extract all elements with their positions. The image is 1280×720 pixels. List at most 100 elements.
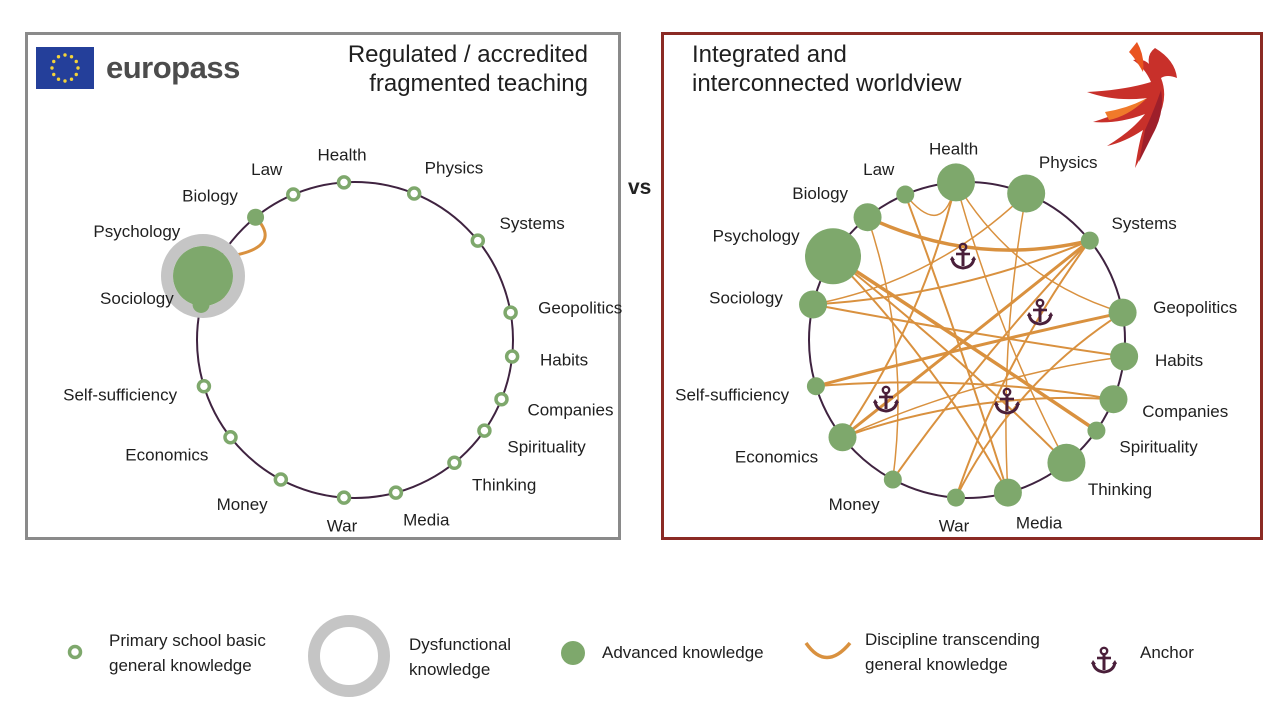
- vs-label: vs: [628, 176, 652, 199]
- left-node-law: [286, 187, 301, 202]
- right-node-thinking: [1047, 443, 1086, 482]
- right-node-health: [936, 163, 975, 202]
- legend-advanced-label: Advanced knowledge: [602, 643, 764, 662]
- right-node-geopolitics: [1108, 298, 1137, 327]
- right-label-thinking: Thinking: [1088, 480, 1152, 499]
- europass-logo: europass: [36, 47, 240, 89]
- left-label-law: Law: [251, 160, 283, 179]
- link-law-media: [904, 194, 1009, 493]
- anchor-icon: [1025, 298, 1055, 326]
- phoenix-icon: [1087, 42, 1177, 168]
- left-label-self-sufficiency: Self-sufficiency: [63, 385, 178, 404]
- left-label-systems: Systems: [500, 214, 565, 233]
- right-label-geopolitics: Geopolitics: [1153, 298, 1237, 317]
- left-label-biology: Biology: [182, 186, 238, 205]
- left-node-habits: [504, 349, 520, 364]
- right-panel: Integrated and interconnected worldview: [661, 32, 1263, 540]
- left-node-thinking: [447, 455, 462, 471]
- anchor-icon: [871, 385, 901, 413]
- left-labels: HealthPhysicsSystemsGeopoliticsHabitsCom…: [63, 145, 622, 535]
- link-biology-money: [866, 216, 899, 480]
- right-label-law: Law: [863, 160, 895, 179]
- link-physics-sociology: [812, 192, 1027, 306]
- left-label-economics: Economics: [125, 446, 208, 465]
- right-label-sociology: Sociology: [709, 288, 783, 307]
- left-label-thinking: Thinking: [472, 476, 536, 495]
- left-node-money: [273, 472, 289, 487]
- right-label-economics: Economics: [735, 447, 818, 466]
- right-label-systems: Systems: [1112, 214, 1177, 233]
- left-node-media: [388, 485, 404, 500]
- eu-flag-icon: [36, 47, 94, 89]
- legend: [67, 615, 1119, 697]
- left-label-money: Money: [217, 495, 269, 514]
- left-label-war: War: [327, 517, 358, 536]
- right-node-money: [883, 470, 902, 489]
- right-links: [812, 182, 1125, 499]
- legend-transcending-label: Discipline transcending general knowledg…: [865, 630, 1040, 674]
- left-node-economics: [223, 430, 238, 445]
- legend-basic-icon: [67, 644, 83, 660]
- left-node-companies: [494, 391, 509, 407]
- right-label-habits: Habits: [1155, 351, 1203, 370]
- right-node-media: [993, 478, 1022, 507]
- link-economics-habits: [842, 355, 1125, 438]
- left-node-spirituality: [477, 423, 492, 438]
- right-node-law: [896, 185, 915, 204]
- logo-text: europass: [106, 50, 240, 85]
- right-node-systems: [1080, 231, 1099, 250]
- left-label-geopolitics: Geopolitics: [538, 299, 622, 318]
- left-node-health: [336, 175, 352, 190]
- legend-dysfunctional-icon: [308, 615, 390, 697]
- legend-dysfunctional-label: Dysfunctional knowledge: [409, 635, 512, 679]
- link-biology-systems: [866, 215, 1091, 252]
- left-node-geopolitics: [503, 305, 518, 320]
- right-diagram: HealthPhysicsSystemsGeopoliticsHabitsCom…: [675, 139, 1237, 535]
- right-labels: HealthPhysicsSystemsGeopoliticsHabitsCom…: [675, 139, 1237, 535]
- left-node-systems: [470, 233, 486, 248]
- link-habits-sociology: [812, 303, 1125, 358]
- right-node-habits: [1110, 342, 1139, 371]
- left-node-biology: [247, 208, 265, 226]
- anchor-icon: [1089, 646, 1119, 674]
- right-label-money: Money: [829, 495, 881, 514]
- legend-advanced-icon: [561, 641, 585, 665]
- left-nodes: [173, 175, 520, 505]
- link-health-economics: [841, 182, 957, 438]
- link-health-thinking: [955, 182, 1068, 464]
- left-panel: europass Regulated / accredited fragment…: [25, 32, 621, 540]
- right-node-physics: [1007, 174, 1046, 213]
- right-node-psychology: [805, 228, 862, 285]
- link-companies-economics: [842, 396, 1114, 439]
- left-label-sociology: Sociology: [100, 289, 174, 308]
- left-label-media: Media: [403, 511, 450, 530]
- left-label-habits: Habits: [540, 350, 588, 369]
- right-node-self-sufficiency: [806, 377, 825, 396]
- left-node-self-sufficiency: [196, 378, 212, 394]
- left-label-health: Health: [317, 145, 366, 164]
- right-label-health: Health: [929, 139, 978, 158]
- link-systems-war: [955, 239, 1091, 498]
- link-sociology-systems: [812, 239, 1091, 306]
- right-label-companies: Companies: [1142, 402, 1228, 421]
- right-node-companies: [1099, 385, 1128, 414]
- right-label-war: War: [939, 517, 970, 536]
- left-panel-title: Regulated / accredited fragmented teachi…: [347, 41, 588, 97]
- right-label-biology: Biology: [792, 184, 848, 203]
- left-label-spirituality: Spirituality: [507, 438, 586, 457]
- left-label-physics: Physics: [425, 159, 484, 178]
- right-label-media: Media: [1016, 514, 1063, 533]
- right-nodes: [799, 163, 1139, 507]
- left-diagram: HealthPhysicsSystemsGeopoliticsHabitsCom…: [63, 145, 622, 535]
- link-psychology-spirituality: [832, 254, 1098, 433]
- left-node-psychology: [173, 246, 233, 306]
- legend-basic-label: Primary school basic general knowledge: [109, 631, 266, 675]
- link-geopolitics-war: [955, 311, 1124, 499]
- right-node-sociology: [799, 290, 828, 319]
- link-psychology-media: [832, 255, 1009, 494]
- right-node-war: [946, 488, 965, 507]
- left-ring: [196, 181, 514, 499]
- right-node-spirituality: [1087, 421, 1106, 440]
- right-label-psychology: Psychology: [713, 226, 800, 245]
